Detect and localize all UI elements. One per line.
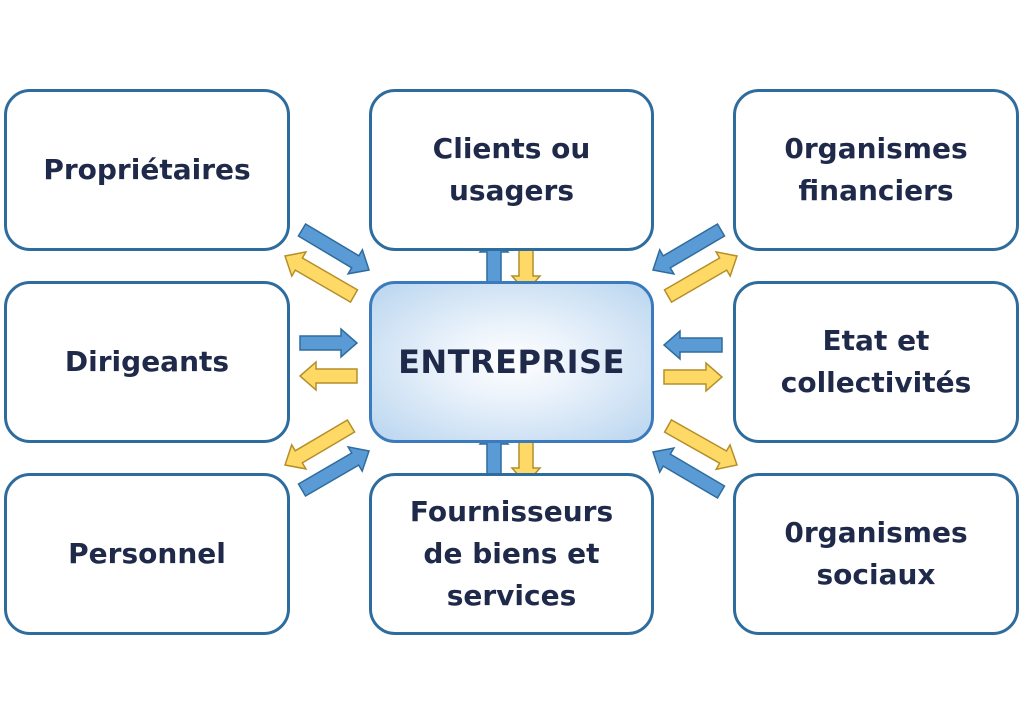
box-clients-usagers: Clients ou usagers [369,89,654,251]
label-dirigeants: Dirigeants [64,345,230,378]
box-fournisseurs: Fournisseurs de biens et services [369,473,654,635]
arrow-etat-to-entreprise [662,329,723,361]
box-organismes-sociaux: 0rganismes sociaux [733,473,1019,635]
arrow-entreprise-to-sociaux [663,418,738,471]
label-fournisseurs: Fournisseurs de biens et services [409,495,614,612]
label-personnel: Personnel [68,537,226,570]
label-proprietaires: Propriétaires [43,153,251,186]
arrow-entreprise-to-etat [663,361,724,393]
box-entreprise: ENTREPRISE [369,281,654,443]
label-organismes-sociaux: 0rganismes sociaux [784,516,968,591]
arrow-financiers-to-entreprise [652,222,726,276]
label-organismes-financiers: 0rganismes financiers [784,132,968,207]
box-etat-collectivites: Etat et collectivités [733,281,1019,443]
arrow-personnel-to-entreprise [297,445,370,498]
label-entreprise: ENTREPRISE [398,343,625,381]
label-etat-collectivites: Etat et collectivités [780,324,972,399]
box-dirigeants: Dirigeants [4,281,290,443]
arrow-sociaux-to-entreprise [652,446,726,500]
box-proprietaires: Propriétaires [4,89,290,251]
box-organismes-financiers: 0rganismes financiers [733,89,1019,251]
arrow-entreprise-to-dirigeants [298,360,358,392]
arrow-dirigeants-to-entreprise [299,327,359,359]
arrow-proprietaires-to-entreprise [297,222,370,275]
arrow-entreprise-to-proprietaires [284,250,359,304]
box-personnel: Personnel [4,473,290,635]
arrow-entreprise-to-personnel [284,418,356,470]
arrow-entreprise-to-financiers [663,250,738,304]
label-clients-usagers: Clients ou usagers [432,132,591,207]
